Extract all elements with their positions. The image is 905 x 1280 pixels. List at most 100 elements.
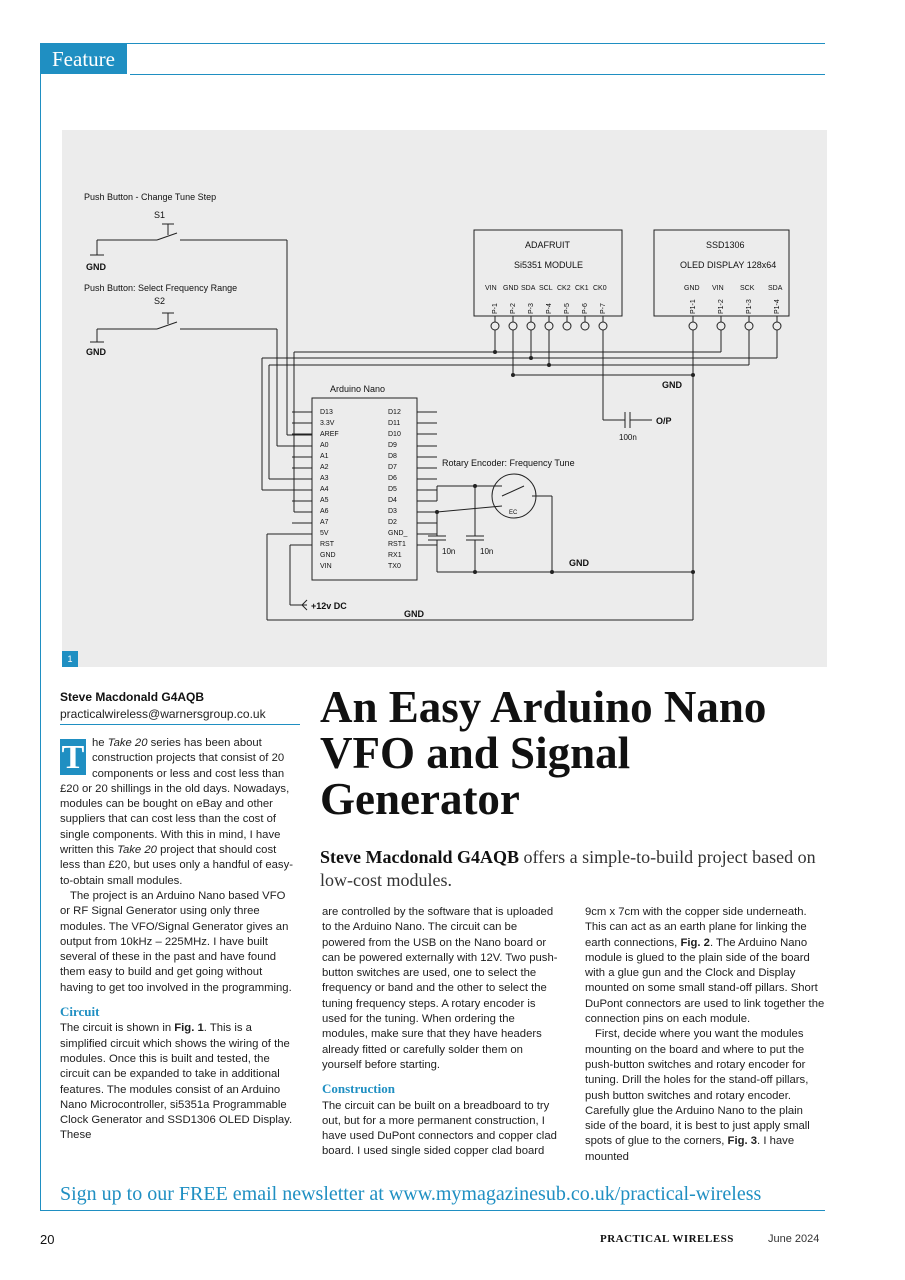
gnd-label-s2: GND (86, 347, 107, 357)
si5351-pin-number: P-6 (582, 303, 589, 314)
nano-right-stubs (417, 411, 437, 546)
s2-caption: Push Button: Select Frequency Range (84, 283, 237, 293)
arduino-nano (311, 397, 418, 581)
nano-right-pin-label: D7 (388, 464, 397, 471)
cap-out-label: 100n (619, 433, 637, 442)
s2-label: S2 (154, 296, 165, 306)
page-number: 20 (40, 1232, 55, 1247)
oled-subtitle: OLED DISPLAY 128x64 (680, 260, 776, 270)
nano-left-pin-label: RST (320, 541, 335, 548)
nano-right-pin-label: D3 (388, 508, 397, 515)
gnd-label-s1: GND (86, 262, 107, 272)
nano-left-pin-label: VIN (320, 563, 332, 570)
oled-pin-number: P1-4 (774, 299, 781, 314)
standfirst: Steve Macdonald G4AQB offers a simple-to… (320, 846, 830, 892)
section-rule-top (40, 43, 825, 44)
si5351-pin-number: P-1 (492, 303, 499, 314)
nano-left-pin-label: A4 (320, 486, 329, 493)
issue-date: June 2024 (768, 1233, 820, 1245)
section-rule-bottom (130, 74, 825, 75)
author-name: Steve Macdonald G4AQB (60, 690, 205, 704)
article-headline: An Easy Arduino Nano VFO and Signal Gene… (320, 682, 767, 824)
paragraph-board: 9cm x 7cm with the copper side underneat… (585, 906, 825, 1026)
dc-input-label: +12v DC (311, 601, 347, 611)
paragraph-circuit: The circuit is shown in Fig. 1. This is … (60, 1022, 293, 1142)
pin-terminals (490, 321, 782, 331)
section-tab: Feature (40, 44, 127, 74)
nano-left-pin-label: A3 (320, 475, 329, 482)
nano-left-pin-label: AREF (320, 431, 339, 438)
nano-left-pin-label: A7 (320, 519, 329, 526)
si5351-pin-label: CK1 (575, 285, 589, 292)
author-rule (60, 724, 300, 725)
oled-pin-label: SCK (740, 285, 755, 292)
si5351-pin-label: GND (503, 285, 519, 292)
nano-left-pin-label: A0 (320, 442, 329, 449)
si5351-pin-number: P-7 (600, 303, 607, 314)
gnd-label-bus: GND (662, 380, 683, 390)
cap2-label: 10n (480, 547, 493, 556)
magazine-name: PRACTICAL WIRELESS (600, 1233, 734, 1245)
subhead-construction: Construction (322, 1081, 395, 1097)
output-label: O/P (656, 416, 672, 426)
si5351-module (473, 229, 623, 317)
paragraph-mounting: First, decide where you want the modules… (585, 1028, 810, 1163)
oled-title: SSD1306 (706, 240, 745, 250)
subhead-circuit: Circuit (60, 1004, 100, 1020)
circuit-schematic: Push Button - Change Tune Step S1 Push B… (84, 192, 790, 621)
si5351-pin-label: SCL (539, 285, 553, 292)
body-column-3: 9cm x 7cm with the copper side underneat… (585, 905, 825, 1165)
cap1-label: 10n (442, 547, 455, 556)
nano-right-pin-label: TX0 (388, 563, 401, 570)
figure-number-badge: 1 (62, 651, 78, 667)
section-vertical-rule (40, 74, 41, 1210)
standfirst-author: Steve Macdonald G4AQB (320, 847, 520, 867)
junction-dots (435, 350, 695, 574)
nano-right-pin-label: D4 (388, 497, 397, 504)
newsletter-banner[interactable]: Sign up to our FREE email newsletter at … (60, 1183, 762, 1205)
nano-right-pin-label: RX1 (388, 552, 402, 559)
encoder-tag: EC (509, 510, 518, 516)
si5351-subtitle: Si5351 MODULE (514, 260, 583, 270)
oled-pin-lines (692, 316, 778, 326)
nano-left-pin-label: A5 (320, 497, 329, 504)
nano-left-pin-label: D13 (320, 409, 333, 416)
switch-s2 (156, 321, 178, 330)
paragraph-construction: The circuit can be built on a breadboard… (322, 1099, 557, 1158)
author-email[interactable]: practicalwireless@warnersgroup.co.uk (60, 707, 266, 721)
gnd-label-bottom: GND (404, 609, 425, 619)
nano-left-pin-label: A2 (320, 464, 329, 471)
body-column-2: are controlled by the software that is u… (322, 905, 562, 1160)
nano-right-pin-label: D6 (388, 475, 397, 482)
drop-cap: T (60, 739, 86, 776)
footer-rule (40, 1210, 825, 1211)
oled-pin-number: P1-2 (718, 299, 725, 314)
si5351-pin-number: P-3 (528, 303, 535, 314)
nano-left-stubs (292, 411, 312, 546)
paragraph-project: The project is an Arduino Nano based VFO… (60, 889, 292, 994)
nano-right-pin-label: D12 (388, 409, 401, 416)
nano-right-pin-label: GND_ (388, 530, 408, 537)
oled-pin-number: P1-1 (690, 299, 697, 314)
encoder-caption: Rotary Encoder: Frequency Tune (442, 458, 575, 468)
nano-right-pin-label: D8 (388, 453, 397, 460)
si5351-title: ADAFRUIT (525, 240, 571, 250)
nano-right-pin-label: D5 (388, 486, 397, 493)
nano-right-pin-label: D11 (388, 420, 400, 427)
nano-title: Arduino Nano (330, 384, 385, 394)
si5351-pin-label: SDA (521, 285, 536, 292)
s1-caption: Push Button - Change Tune Step (84, 192, 216, 202)
nano-left-pin-label: A1 (320, 453, 329, 460)
si5351-pin-label: VIN (485, 285, 497, 292)
nano-right-pin-label: D2 (388, 519, 397, 526)
oled-pin-label: VIN (712, 285, 724, 292)
si5351-pin-label: CK0 (593, 285, 607, 292)
si5351-pin-label: CK2 (557, 285, 571, 292)
si5351-pin-number: P-5 (564, 303, 571, 314)
paragraph-software: are controlled by the software that is u… (322, 906, 558, 1071)
standfirst-text: offers a simple-to-build project based o… (320, 847, 816, 890)
gnd-label-mid: GND (569, 558, 590, 568)
oled-pin-label: SDA (768, 285, 783, 292)
